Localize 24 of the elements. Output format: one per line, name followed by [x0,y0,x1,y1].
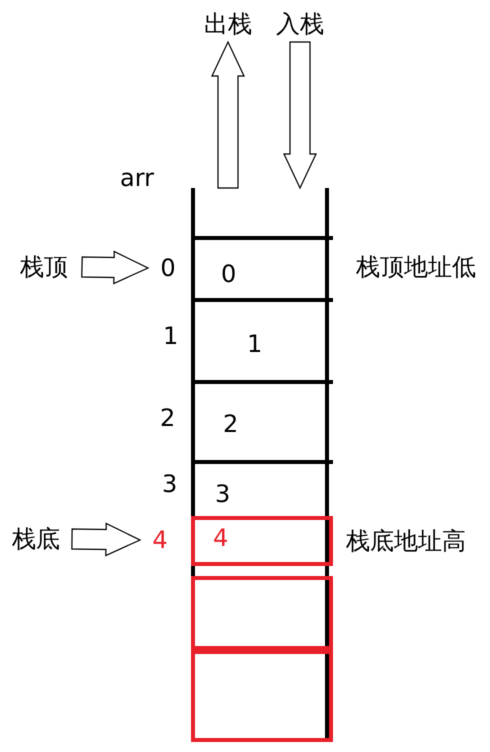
cell-number: 1 [247,332,262,356]
hollow-arrow [81,250,150,284]
text-label: 栈底地址高 [346,529,466,553]
cell-number: 3 [215,482,230,506]
text-label: 1 [163,324,178,348]
cell-number: 0 [221,262,236,286]
text-label: 入栈 [272,6,328,42]
stack-cell [191,650,333,742]
cell-number: 2 [223,412,238,436]
stack-cell [191,576,333,650]
cell-number: 4 [213,526,228,550]
text-label: 栈顶地址低 [356,255,476,279]
text-label: 2 [160,406,176,430]
text-label: 3 [162,472,178,496]
text-label: arr [120,166,154,190]
hollow-arrow [211,40,245,189]
text-label: 栈顶 [14,250,74,284]
text-label: 4 [150,524,170,556]
hollow-arrow [283,41,317,190]
text-label: 0 [158,252,178,284]
text-label: 栈底 [8,522,64,556]
hollow-arrow [71,522,142,556]
stack-cell [191,516,333,566]
text-label: 出栈 [200,6,256,42]
